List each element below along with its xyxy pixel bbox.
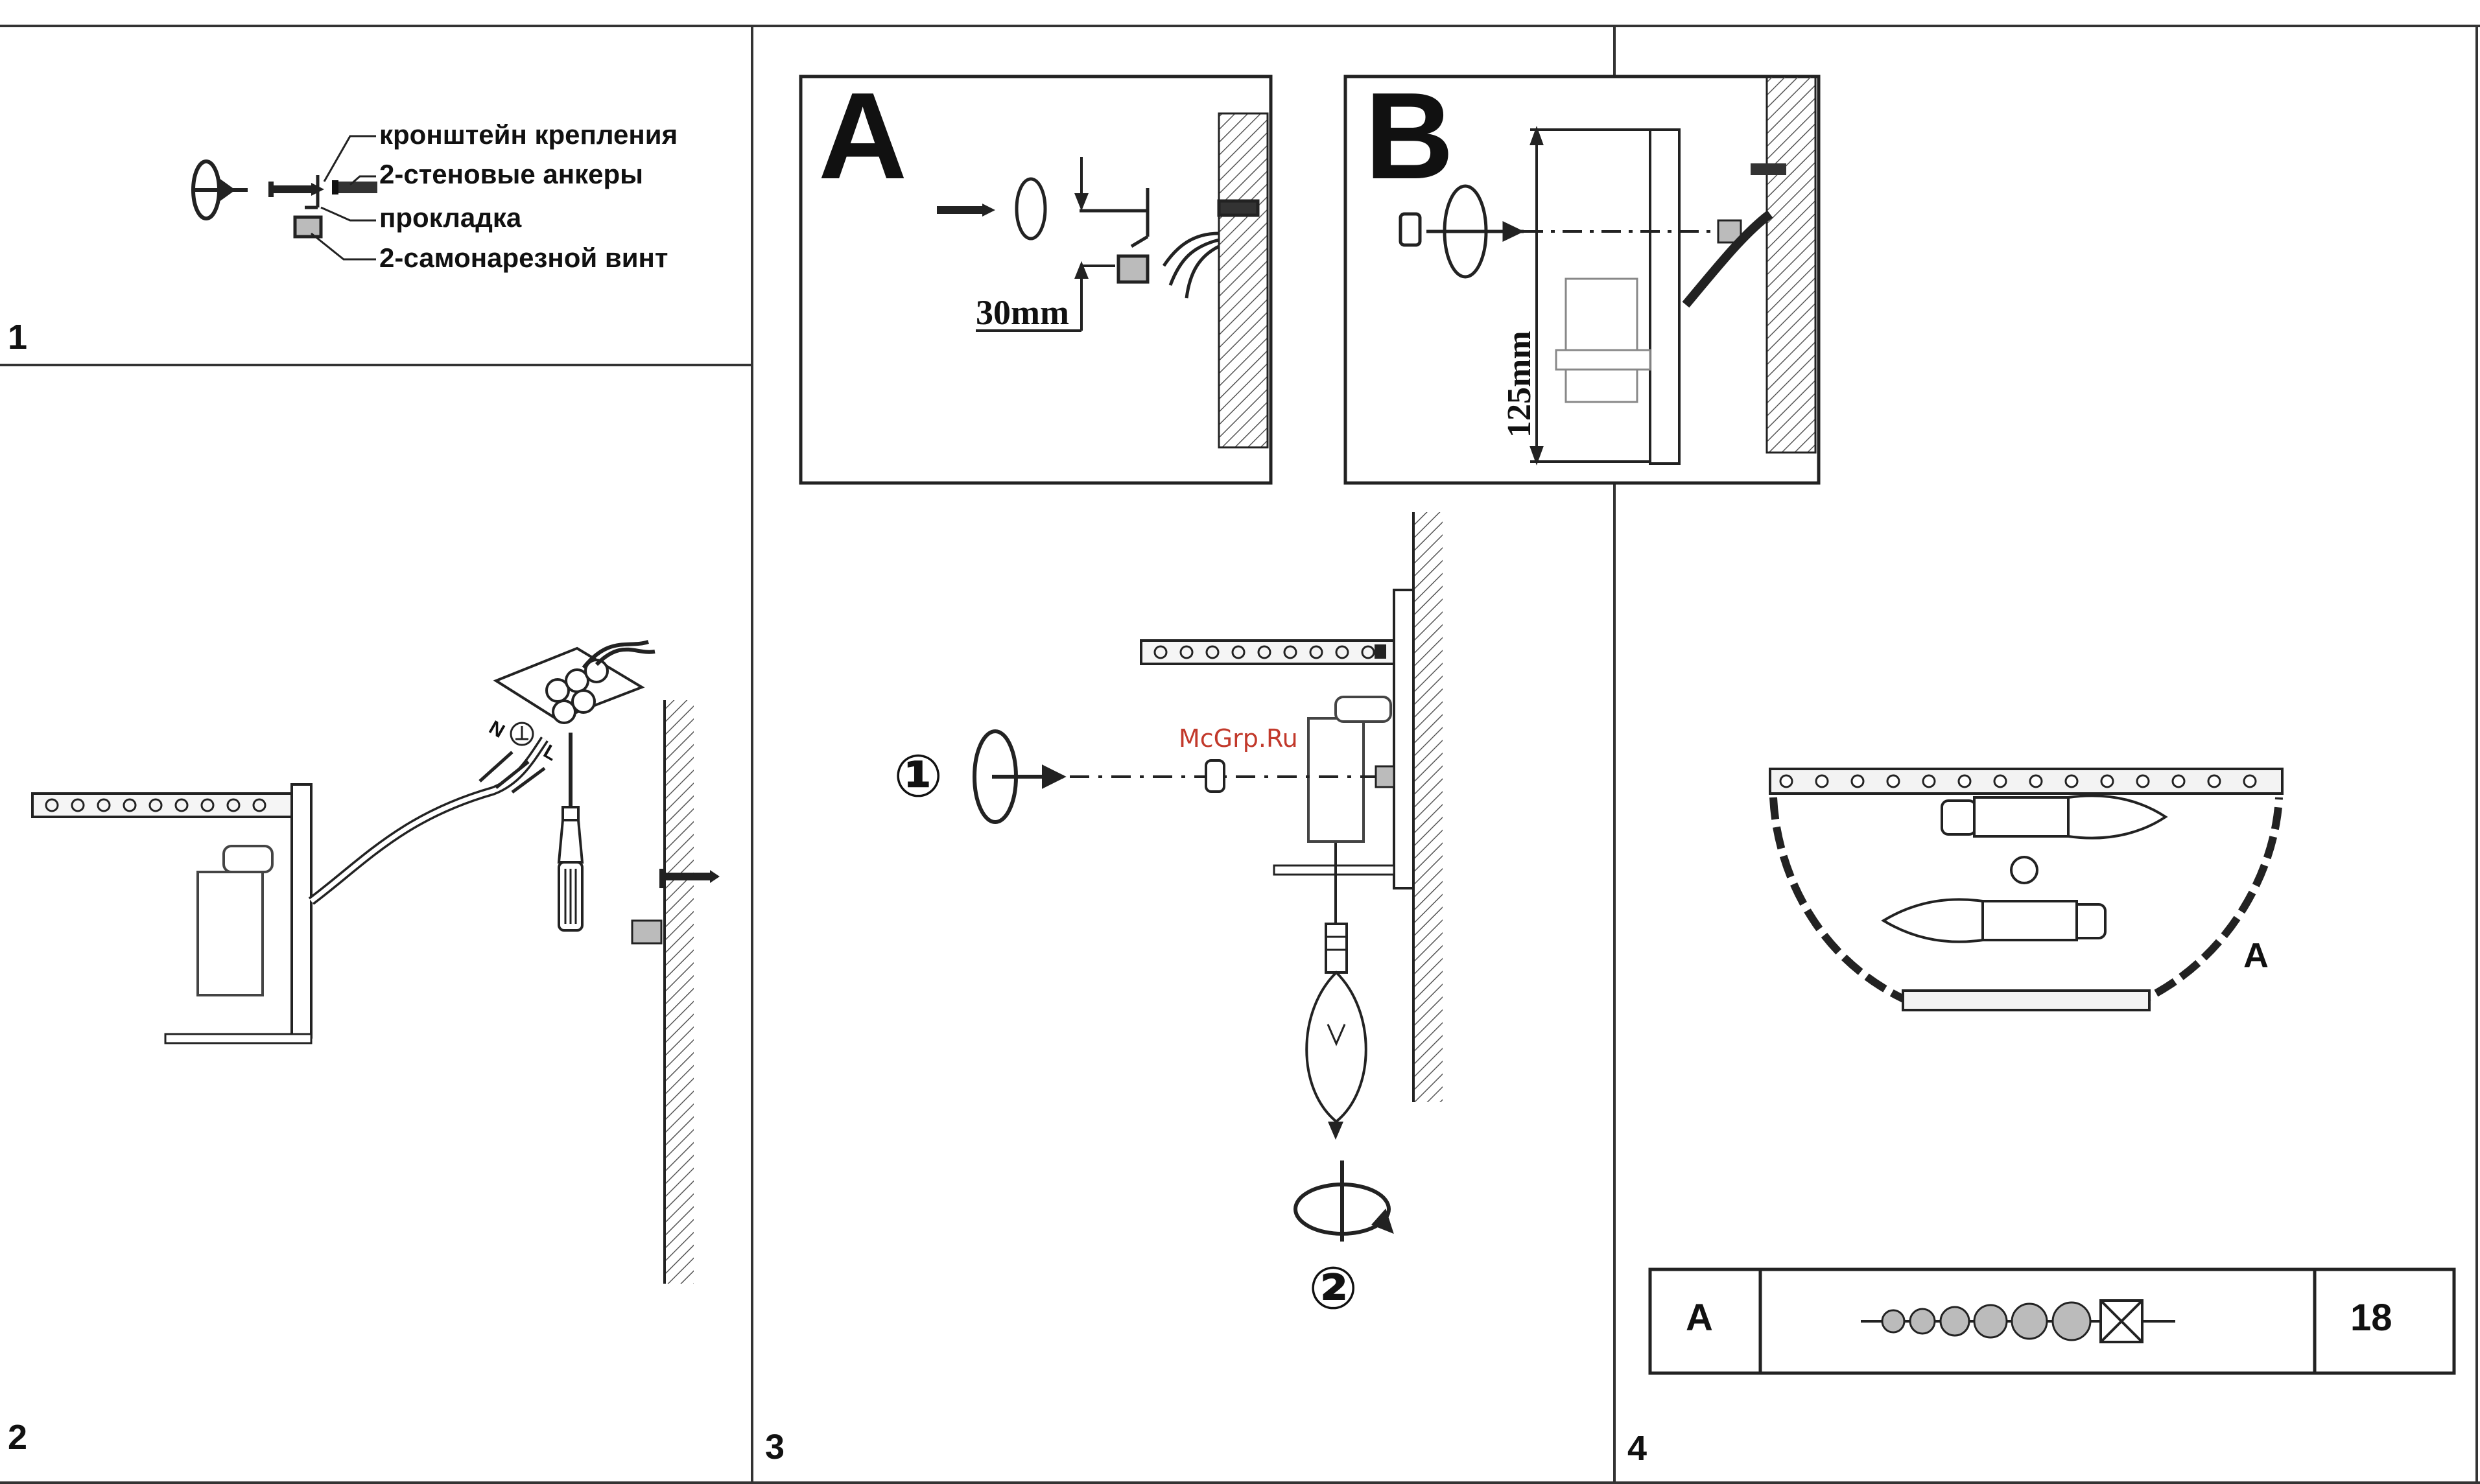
bulb-icon [1306,924,1366,1122]
panel-number-4: 4 [1627,1429,1647,1468]
inset-a-wall [1219,113,1268,447]
step-2-arrow [1328,1122,1343,1140]
panel3-base-rail [1274,866,1394,875]
fixture-top-strip [1770,769,2282,794]
label-wall-anchors: 2-стеновые анкеры [379,159,643,189]
step-1-rotate-icon [974,731,1063,822]
inset-a-dimension-label: 30mm [976,293,1069,332]
watermark: McGrp.Ru [1179,724,1298,753]
panel3-plate [1394,590,1413,888]
inset-b-dimension-label: 125mm [1501,331,1538,438]
inset-b-anchor [1751,163,1786,175]
panel-4: A A 18 4 [1627,769,2454,1468]
inset-b-plate [1650,130,1679,464]
inset-a-letter: A [818,67,907,205]
label-bracket: кронштейн крепления [379,119,678,150]
crystal-strip [32,794,292,817]
inset-b-wall [1767,77,1815,453]
inset-b-strip [1556,350,1650,370]
screwdriver-icon [559,733,582,930]
wall [665,700,694,1284]
panel-number-1: 1 [8,318,27,357]
wall-plate [292,784,311,1037]
rotate-arrow-icon [193,161,248,218]
panel3-socket-box [1308,718,1364,842]
cable [311,739,545,901]
panel3-wall [1413,512,1443,1102]
fixture-bottom-strip [1903,991,2149,1010]
panel3-socket-cap [1336,697,1391,722]
label-self-tapping-screw: 2-самонарезной винт [379,242,668,273]
inset-b-socket [1566,279,1637,402]
panel-number-2: 2 [8,1418,27,1457]
bracket-icon [295,175,321,237]
panel-2: N L 2 [8,642,720,1457]
step-2-marker: ② [1308,1256,1358,1321]
parts-table-code: A [1686,1297,1713,1339]
step-2-rotate-icon [1295,1160,1391,1242]
panel-3: A 30mm B [765,67,1819,1466]
inset-b-letter: B [1365,67,1454,205]
panel-1: кронштейн крепления 2-стеновые анкеры пр… [8,119,678,357]
fixture-center-knob [2011,857,2037,883]
step-1-nut [1206,760,1224,792]
socket-box [198,872,263,995]
step-1-screw-end [1376,766,1394,787]
parts-table-quantity: 18 [2350,1297,2392,1339]
fixture-upper-candle [1942,795,2166,838]
anchor-icon [332,180,377,194]
label-gasket: прокладка [379,202,522,233]
leader-lines [311,136,376,259]
ground-symbol-icon [511,723,533,745]
panel-number-3: 3 [765,1428,785,1466]
panel3-crystal-strip [1141,641,1394,664]
fixture-callout: A [2243,936,2269,975]
wire-mark-n: N [486,716,508,742]
screw-icon [268,182,324,197]
fixture-lower-candle [1884,899,2105,941]
step-1-marker: ① [893,744,943,809]
terminal-block [496,642,655,723]
base-rail [165,1034,311,1043]
socket-cap [224,846,272,872]
